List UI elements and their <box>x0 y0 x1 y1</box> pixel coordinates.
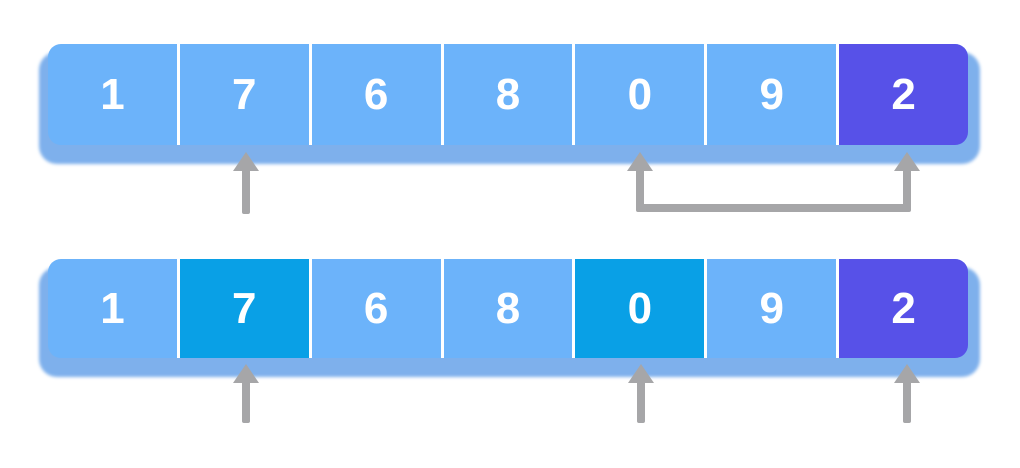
cell-value: 1 <box>100 69 125 119</box>
cell-value: 8 <box>495 283 521 333</box>
array-cell: 9 <box>707 259 840 358</box>
array-cell: 0 <box>575 44 708 145</box>
cell-value: 1 <box>100 283 125 333</box>
cell-value: 2 <box>891 69 916 119</box>
array-cell: 1 <box>48 44 180 145</box>
array-cell: 1 <box>48 259 180 358</box>
array-bar: 1 7 6 8 0 9 2 <box>48 44 968 145</box>
array-cell: 8 <box>444 44 576 145</box>
up-arrow-icon <box>894 364 920 423</box>
array-cell: 2 <box>839 259 968 358</box>
cell-value: 7 <box>232 69 257 119</box>
array-cell: 8 <box>444 259 576 358</box>
cell-value: 6 <box>363 283 389 333</box>
cell-value: 9 <box>759 283 784 333</box>
array-cell: 6 <box>312 44 444 145</box>
cell-value: 0 <box>627 69 653 119</box>
array-bar: 1 7 6 8 0 9 2 <box>48 259 968 358</box>
up-arrow-icon <box>233 364 259 423</box>
swap-connector-line <box>636 204 911 212</box>
array-cell: 7 <box>180 44 312 145</box>
array-cell: 0 <box>575 259 708 358</box>
up-arrow-icon <box>628 364 654 423</box>
array-row-bottom: 1 7 6 8 0 9 2 <box>39 259 980 377</box>
array-row-top: 1 7 6 8 0 9 2 <box>39 44 980 164</box>
array-cell: 9 <box>707 44 840 145</box>
cell-value: 8 <box>495 69 521 119</box>
array-cell: 7 <box>179 259 312 358</box>
cell-value: 6 <box>363 69 389 119</box>
up-arrow-icon <box>233 152 259 214</box>
cell-value: 2 <box>891 283 916 333</box>
cell-value: 0 <box>627 283 653 333</box>
array-cell: 6 <box>312 259 444 358</box>
cell-value: 7 <box>232 283 257 333</box>
swap-connector-left-arrow-icon <box>627 152 653 208</box>
swap-connector-right-arrow-icon <box>894 152 920 208</box>
cell-value: 9 <box>759 69 784 119</box>
array-cell: 2 <box>839 44 968 145</box>
